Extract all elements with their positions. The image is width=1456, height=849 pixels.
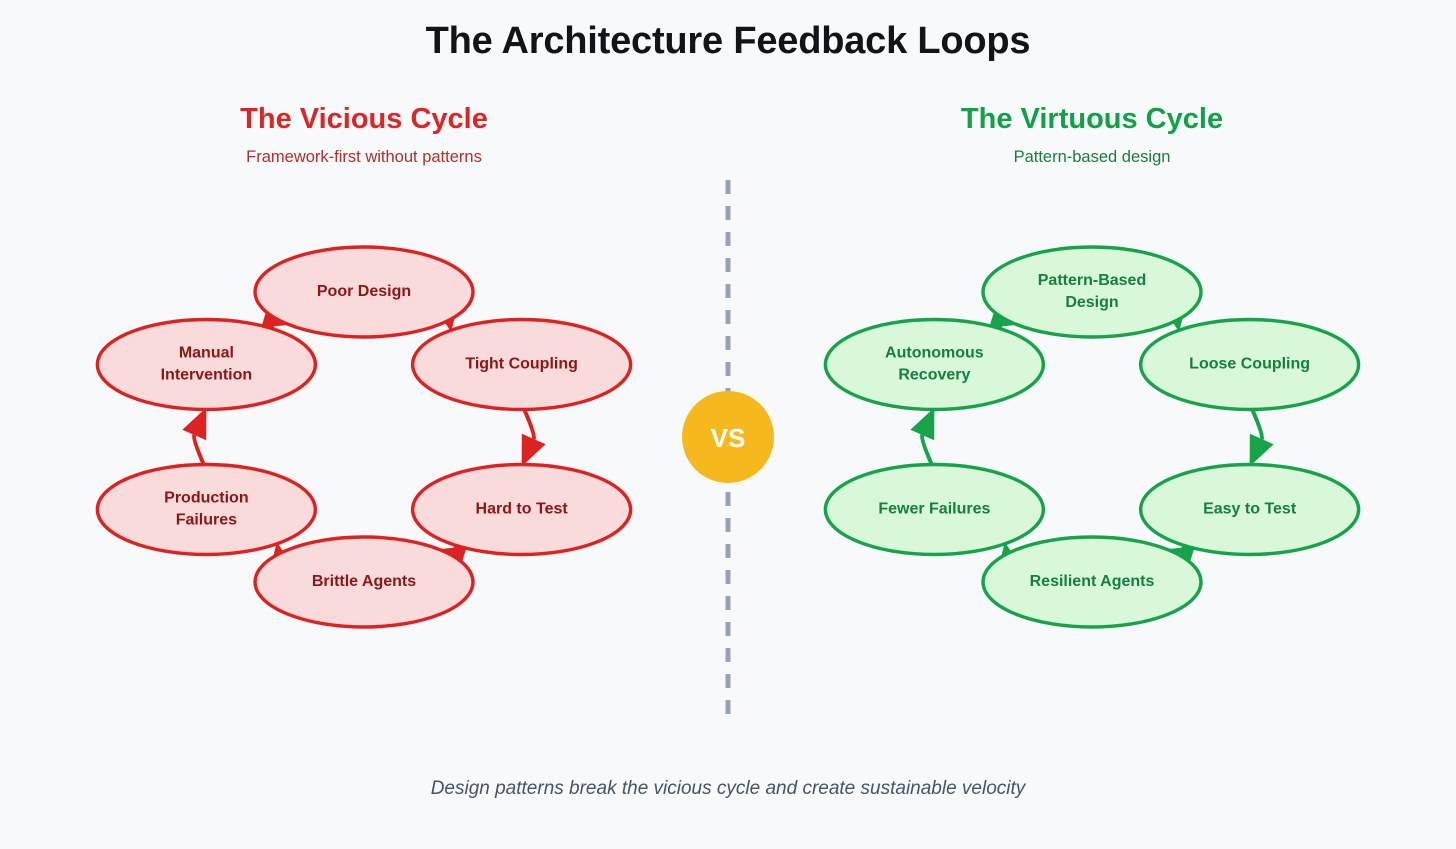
- node-label: Design: [1065, 294, 1118, 311]
- node-ellipse: [253, 245, 475, 339]
- cycle-node-fewer-failures[interactable]: Fewer Failures: [823, 462, 1046, 557]
- arrow-head: [910, 407, 935, 441]
- node-ellipse: [95, 462, 318, 557]
- vs-badge-label: VS: [711, 423, 746, 453]
- node-ellipse: [823, 462, 1046, 557]
- node-label: Easy to Test: [1203, 501, 1297, 518]
- node-ellipse: [410, 462, 633, 557]
- arrow-head: [1249, 433, 1274, 467]
- arrow-head: [521, 433, 546, 467]
- node-label: Production: [164, 490, 248, 507]
- virtuous-cycle-title: The Virtuous Cycle: [960, 103, 1224, 135]
- cycle-node-resilient-agents[interactable]: Resilient Agents: [981, 535, 1203, 629]
- cycle-arrow-tight-coupling-to-hard-to-test: [519, 402, 546, 467]
- arrow-head: [182, 407, 207, 441]
- node-label: Intervention: [161, 367, 253, 384]
- vicious-cycle-subtitle: Framework-first without patterns: [246, 147, 482, 166]
- node-label: Tight Coupling: [465, 356, 578, 373]
- footer-caption: Design patterns break the vicious cycle …: [430, 778, 1026, 799]
- cycle-arrow-loose-coupling-to-easy-to-test: [1247, 402, 1274, 467]
- cycle-node-poor-design[interactable]: Poor Design: [253, 245, 475, 339]
- node-label: Brittle Agents: [312, 573, 416, 590]
- node-ellipse: [410, 317, 633, 412]
- node-ellipse: [981, 535, 1203, 629]
- cycle-node-tight-coupling[interactable]: Tight Coupling: [410, 317, 633, 412]
- node-ellipse: [1138, 462, 1361, 557]
- node-label: Hard to Test: [476, 501, 569, 518]
- vs-badge-circle: [682, 391, 774, 483]
- node-label: Pattern-Based: [1038, 272, 1146, 289]
- node-ellipse: [981, 245, 1203, 339]
- page-title: The Architecture Feedback Loops: [425, 20, 1031, 62]
- cycle-node-loose-coupling[interactable]: Loose Coupling: [1138, 317, 1361, 412]
- vicious-cycle-title: The Vicious Cycle: [240, 103, 488, 135]
- node-label: Autonomous: [885, 345, 984, 362]
- cycle-arrow-fewer-failures-to-autonomous-recovery: [910, 407, 937, 472]
- vs-badge-group: VS: [682, 391, 774, 483]
- cycle-node-hard-to-test[interactable]: Hard to Test: [410, 462, 633, 557]
- node-ellipse: [253, 535, 475, 629]
- node-label: Poor Design: [317, 283, 411, 300]
- node-ellipse: [823, 317, 1046, 412]
- cycle-node-brittle-agents[interactable]: Brittle Agents: [253, 535, 475, 629]
- node-label: Resilient Agents: [1030, 573, 1155, 590]
- node-label: Recovery: [898, 367, 970, 384]
- node-label: Loose Coupling: [1189, 356, 1310, 373]
- vicious-cycle-header: The Vicious Cycle Framework-first withou…: [104, 103, 624, 166]
- node-label: Manual: [179, 345, 234, 362]
- node-label: Failures: [176, 512, 237, 529]
- virtuous-cycle-subtitle: Pattern-based design: [1013, 147, 1171, 166]
- node-ellipse: [95, 317, 318, 412]
- virtuous-cycle-header: The Virtuous Cycle Pattern-based design: [832, 103, 1352, 166]
- cycle-node-easy-to-test[interactable]: Easy to Test: [1138, 462, 1361, 557]
- node-label: Fewer Failures: [878, 501, 990, 518]
- node-ellipse: [1138, 317, 1361, 412]
- cycle-arrow-production-failures-to-manual-intervention: [182, 407, 209, 472]
